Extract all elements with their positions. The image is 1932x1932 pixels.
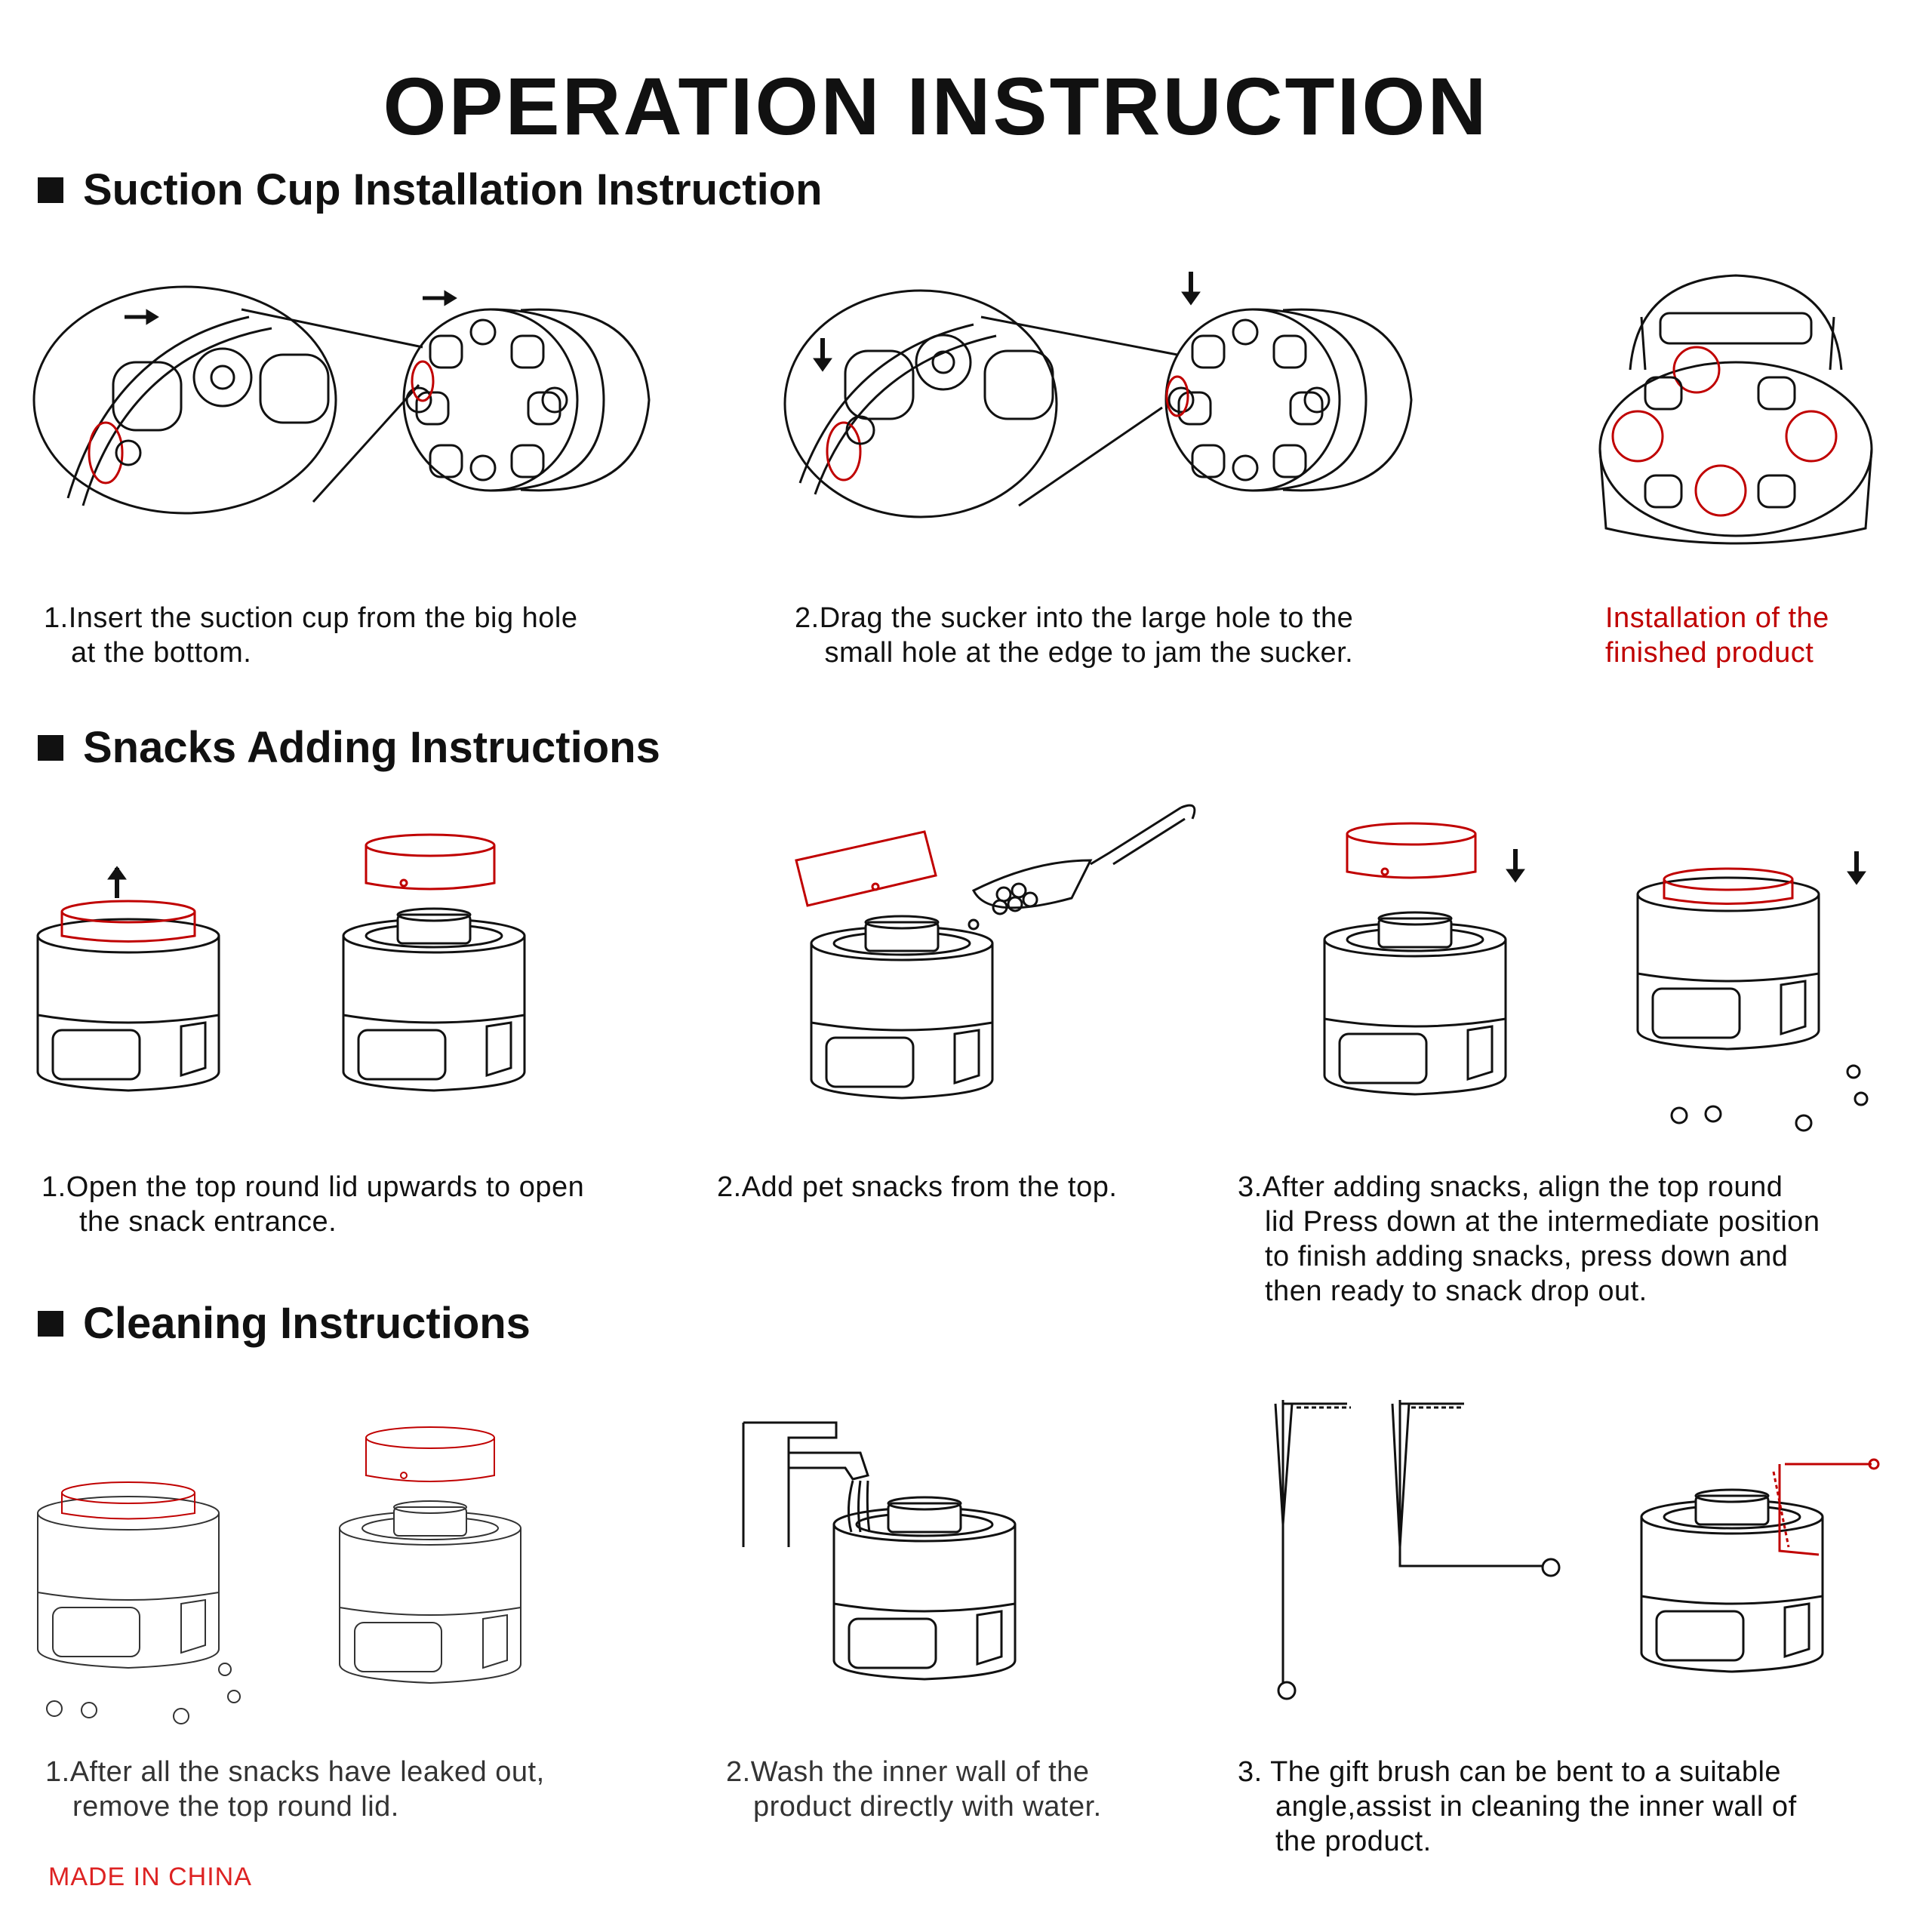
snacks-step2-illustration: [795, 804, 1196, 1098]
square-bullet-icon: [38, 1310, 63, 1337]
snacks-step-3-caption: 3.After adding snacks, align the top rou…: [1238, 1171, 1820, 1307]
cleaning-step1-illustration: [36, 1426, 521, 1724]
cleaning-step3-illustration: [1274, 1400, 1880, 1700]
snacks-step3-illustration: [1324, 822, 1869, 1132]
cleaning-step-3-caption: 3. The gift brush can be bent to a suita…: [1238, 1756, 1797, 1857]
suction-step-1-caption: 1.Insert the suction cup from the big ho…: [44, 602, 578, 669]
section-title: Snacks Adding Instructions: [83, 723, 660, 772]
square-bullet-icon: [38, 177, 63, 203]
snacks-step1-illustration: [36, 833, 525, 1092]
suction-step-2-caption: 2.Drag the sucker into the large hole to…: [795, 602, 1354, 669]
cleaning-step-2-caption: 2.Wash the inner wall of the product dir…: [726, 1756, 1102, 1823]
made-in-label: MADE IN CHINA: [48, 1863, 252, 1891]
suction-finished-illustration: [1598, 274, 1873, 545]
snacks-step-1-caption: 1.Open the top round lid upwards to open…: [42, 1171, 585, 1238]
suction-step2-zoom-illustration: [783, 272, 1413, 518]
section-title: Suction Cup Installation Instruction: [83, 165, 823, 214]
suction-finished-caption: Installation of the finished product: [1605, 602, 1829, 669]
snacks-step-2-caption: 2.Add pet snacks from the top.: [717, 1171, 1118, 1203]
section-heading-suction: Suction Cup Installation Instruction: [38, 165, 823, 215]
cleaning-step2-illustration: [742, 1421, 1015, 1679]
section-heading-cleaning: Cleaning Instructions: [38, 1298, 531, 1349]
suction-step1-zoom-illustration: [32, 285, 651, 515]
section-title: Cleaning Instructions: [83, 1299, 531, 1348]
square-bullet-icon: [38, 734, 63, 761]
page-title: OPERATION INSTRUCTION: [383, 60, 1489, 152]
cleaning-step-1-caption: 1.After all the snacks have leaked out, …: [45, 1756, 545, 1823]
section-heading-snacks: Snacks Adding Instructions: [38, 722, 660, 773]
